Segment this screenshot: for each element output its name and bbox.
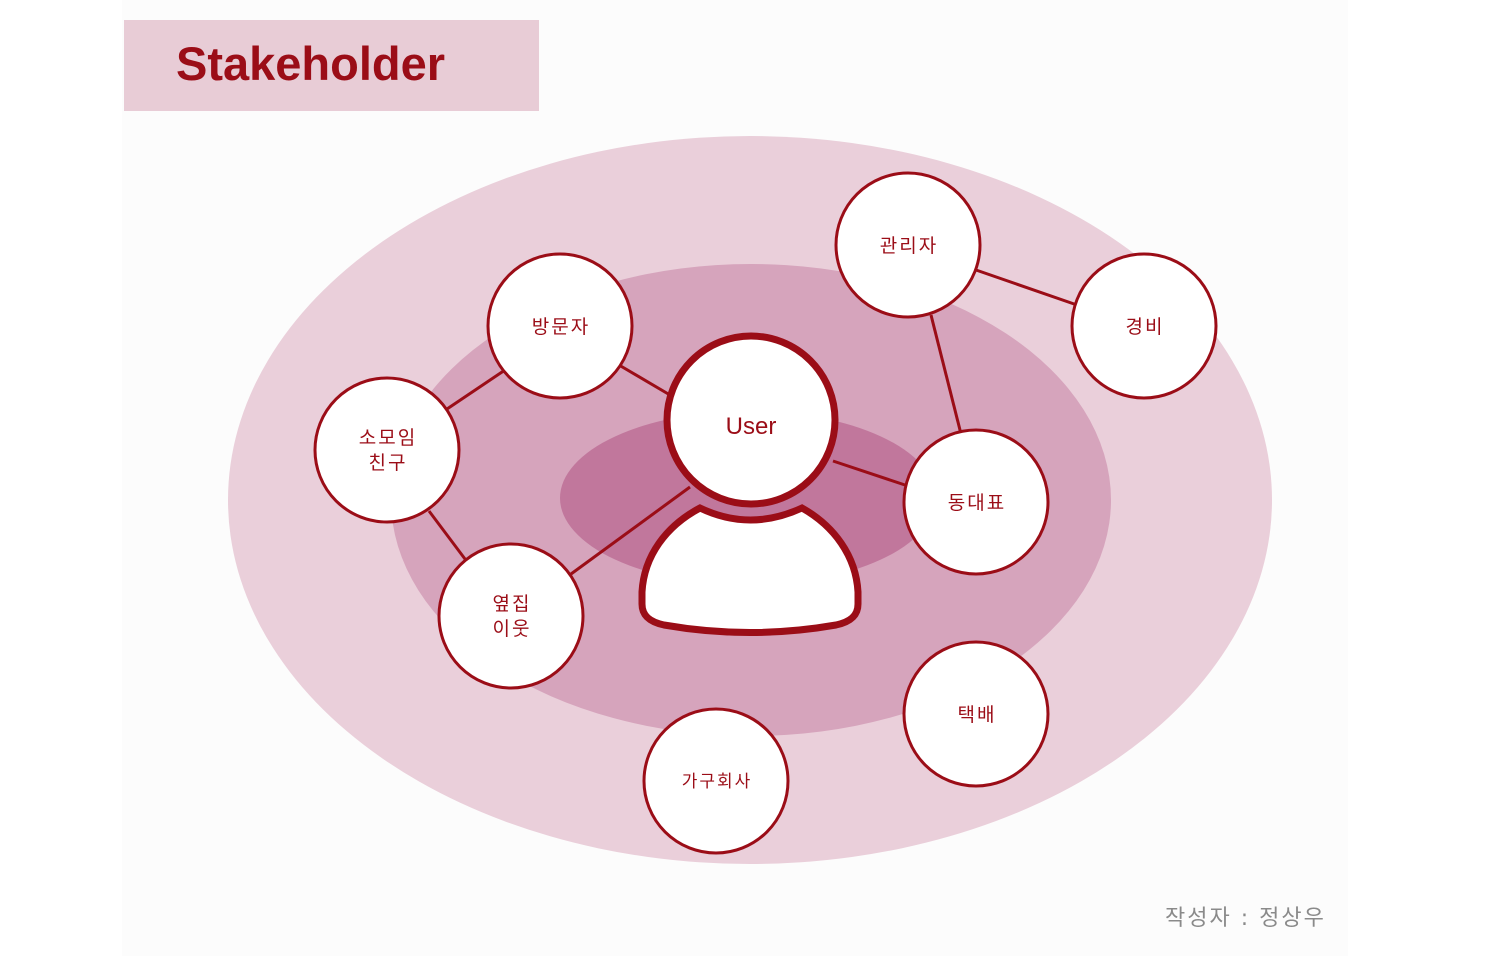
node-visitor: 방문자 [486, 252, 634, 400]
node-visitor-circle [486, 252, 634, 400]
connection-group-friend-neighbor [427, 510, 467, 560]
node-group-friend: 소모임 친구 [313, 376, 461, 524]
node-neighbor: 옆집 이웃 [437, 542, 585, 690]
node-manager: 관리자 [834, 171, 982, 319]
node-rep-circle [902, 428, 1050, 576]
node-manager-label: 관리자 [880, 235, 938, 257]
node-guard: 경비 [1070, 252, 1218, 400]
connection-user-visitor [618, 363, 671, 397]
node-rep-label: 동대표 [948, 492, 1006, 514]
node-visitor-label: 방문자 [532, 316, 590, 338]
connection-manager-rep [929, 314, 963, 435]
user-body [638, 504, 862, 636]
node-furniture-label: 가구회사 [682, 772, 753, 792]
user-label: User [726, 413, 777, 440]
connection-user-rep [832, 459, 909, 488]
node-group-friend-circle [313, 376, 461, 524]
node-delivery-label: 택배 [958, 704, 997, 726]
connection-visitor-group-friend [446, 368, 506, 411]
node-neighbor-label-1: 옆집 [493, 593, 532, 615]
node-group-friend-label-2: 친구 [369, 452, 408, 474]
node-neighbor-label-2: 이웃 [493, 618, 532, 640]
node-guard-circle [1070, 252, 1218, 400]
node-delivery-circle [902, 640, 1050, 788]
page-title: Stakeholder [176, 37, 446, 90]
author-credit: 작성자 : 정상우 [1165, 906, 1326, 931]
connection-user-neighbor [570, 485, 691, 576]
node-rep: 동대표 [902, 428, 1050, 576]
node-furniture-circle [642, 707, 790, 855]
connection-manager-guard [975, 268, 1078, 307]
node-manager-circle [834, 171, 982, 319]
node-furniture: 가구회사 [642, 707, 790, 855]
connections [427, 268, 1078, 576]
user-head [663, 332, 839, 508]
node-neighbor-circle [437, 542, 585, 690]
node-delivery: 택배 [902, 640, 1050, 788]
title-banner: Stakeholder [124, 20, 539, 111]
node-guard-label: 경비 [1126, 316, 1165, 338]
user-node: User [638, 332, 862, 636]
node-group-friend-label-1: 소모임 [359, 427, 417, 449]
